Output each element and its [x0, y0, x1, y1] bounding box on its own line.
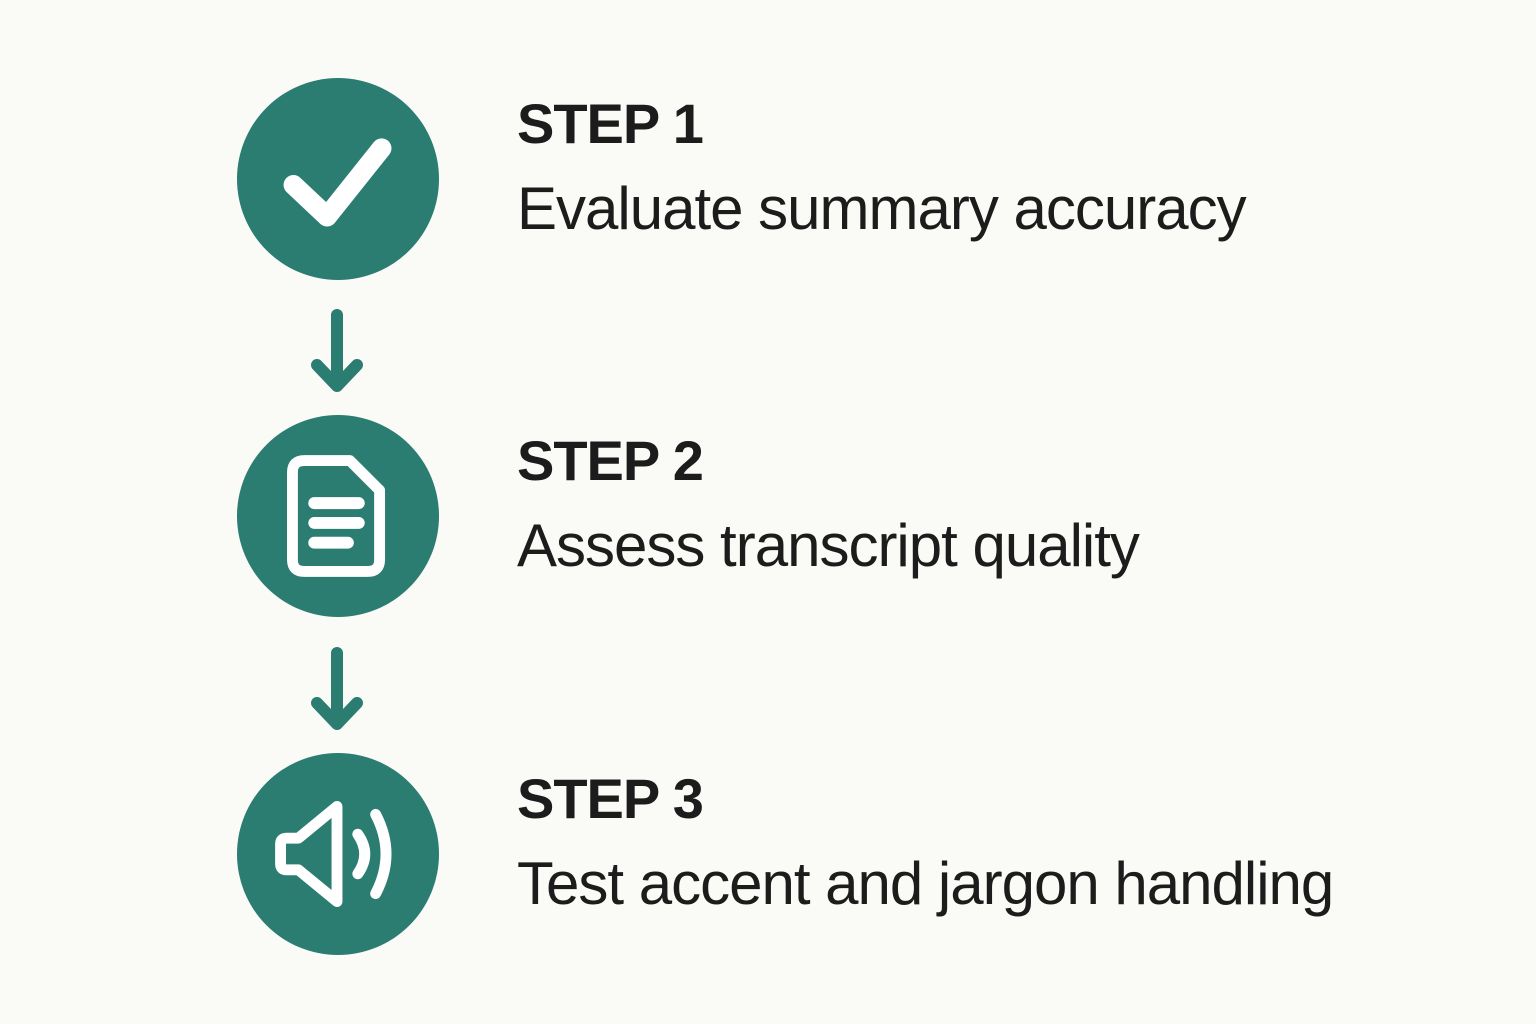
step-3-text: STEP 3 Test accent and jargon handling	[517, 753, 1334, 917]
step-1-label: STEP 1	[517, 92, 704, 155]
step-3-label: STEP 3	[517, 767, 704, 830]
arrow-down-icon	[311, 647, 363, 730]
step-2-circle	[237, 415, 439, 617]
step-3-description: Test accent and jargon handling	[517, 850, 1334, 917]
speaker-icon	[275, 801, 392, 907]
step-1-description: Evaluate summary accuracy	[517, 175, 1247, 242]
document-icon	[287, 455, 386, 577]
step-row-3: STEP 3 Test accent and jargon handling	[237, 753, 1334, 955]
step-2-label: STEP 2	[517, 429, 704, 492]
step-2-description: Assess transcript quality	[517, 512, 1140, 579]
step-row-1: STEP 1 Evaluate summary accuracy	[237, 78, 1247, 280]
checkmark-icon	[283, 138, 392, 227]
step-3-circle	[237, 753, 439, 955]
step-1-circle	[237, 78, 439, 280]
step-row-2: STEP 2 Assess transcript quality	[237, 415, 1140, 617]
step-1-text: STEP 1 Evaluate summary accuracy	[517, 78, 1247, 242]
arrow-down-icon	[311, 309, 363, 392]
step-2-text: STEP 2 Assess transcript quality	[517, 415, 1140, 579]
